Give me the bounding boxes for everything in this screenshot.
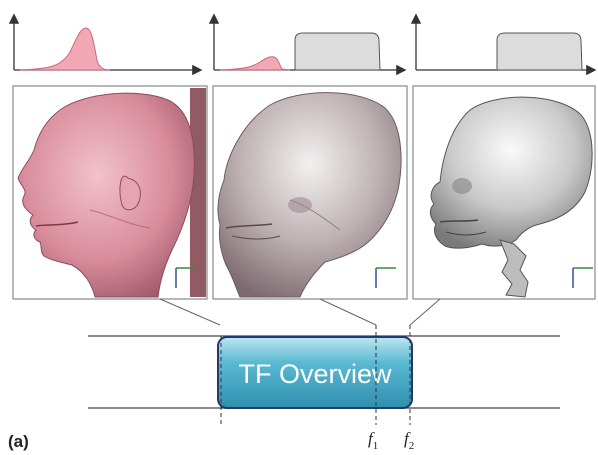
rendering-panel-skin — [13, 86, 207, 299]
tf-plot-1 — [14, 16, 200, 70]
tf-plot-2-plateau-curve — [295, 33, 380, 70]
tf-plot-2-peak-curve — [220, 57, 290, 70]
panel-connectors — [160, 299, 440, 325]
connector-line — [160, 299, 220, 325]
marker-label-f2: f2 — [404, 429, 414, 452]
tf-overview-box: TF Overview — [218, 337, 412, 408]
connector-line — [320, 299, 376, 325]
tf-plot-2 — [214, 16, 404, 70]
tf-plot-3 — [416, 16, 594, 70]
marker-label-f1: f1 — [368, 429, 378, 452]
tf-plot-1-peak-curve — [20, 28, 110, 70]
rendering-panel-mixed — [213, 86, 407, 299]
rendering-panel-skull — [413, 86, 595, 299]
tf-plot-3-plateau-curve — [497, 33, 582, 70]
tf-overview-label: TF Overview — [238, 359, 392, 389]
connector-line — [410, 299, 440, 325]
panel-label: (a) — [8, 432, 29, 451]
